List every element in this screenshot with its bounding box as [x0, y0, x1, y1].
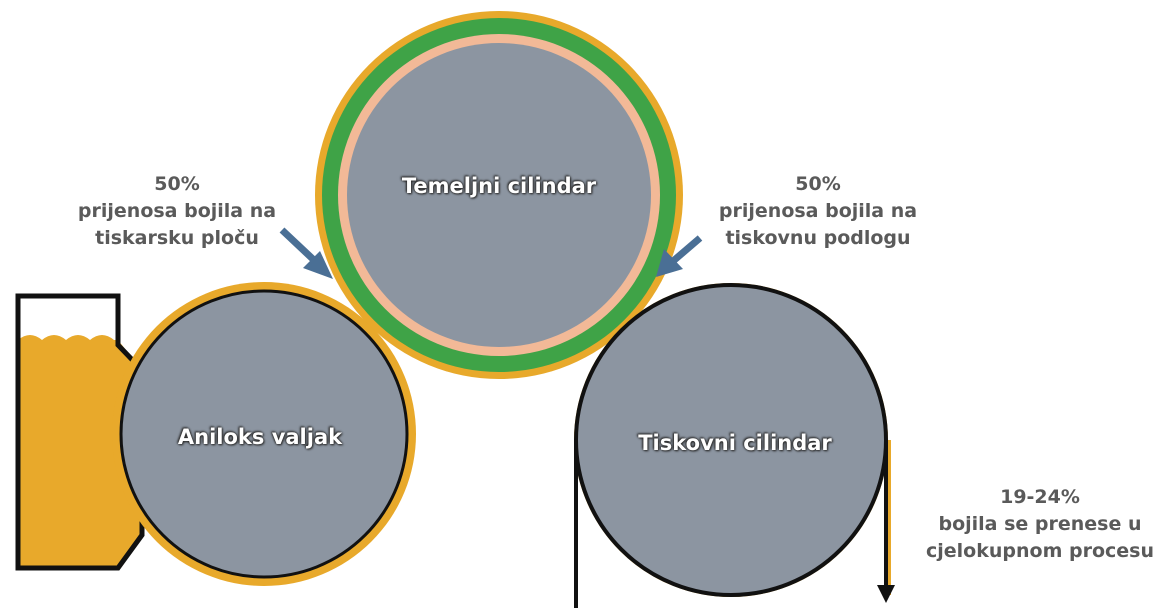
- right-pointer-arrow-head: [656, 249, 683, 277]
- impression-cylinder-label: Tiskovni cilindar: [638, 431, 832, 455]
- right-note-line1: prijenosa bojila na: [718, 200, 918, 222]
- left-pointer-arrow-head: [303, 251, 333, 279]
- ink-tray-liquid: [18, 335, 142, 568]
- overall-note-line1: bojila se prenese u: [938, 513, 1142, 535]
- right-transfer-note: 50% prijenosa bojila na tiskovnu podlogu: [719, 171, 917, 252]
- plate-cylinder: [347, 43, 651, 347]
- right-note-percent: 50%: [795, 173, 841, 195]
- overall-transfer-note: 19-24% bojila se prenese u cjelokupnom p…: [926, 484, 1154, 565]
- plate-cylinder-label: Temeljni cilindar: [401, 174, 597, 198]
- overall-note-percent: 19-24%: [1000, 486, 1080, 508]
- left-note-line2: tiskarsku ploču: [95, 227, 259, 249]
- substrate-ink-strip: [886, 440, 891, 595]
- substrate-direction-arrow: [877, 585, 895, 603]
- right-note-line2: tiskovnu podlogu: [725, 227, 911, 249]
- left-note-percent: 50%: [154, 173, 200, 195]
- right-pointer-arrow-shaft: [669, 235, 703, 265]
- anilox-roller: [119, 289, 409, 579]
- left-transfer-note: 50% prijenosa bojila na tiskarsku ploču: [78, 171, 276, 252]
- left-note-line1: prijenosa bojila na: [77, 200, 277, 222]
- overall-note-line2: cjelokupnom procesu: [926, 540, 1154, 562]
- left-pointer-arrow-shaft: [279, 227, 319, 265]
- anilox-roller-label: Aniloks valjak: [177, 425, 343, 449]
